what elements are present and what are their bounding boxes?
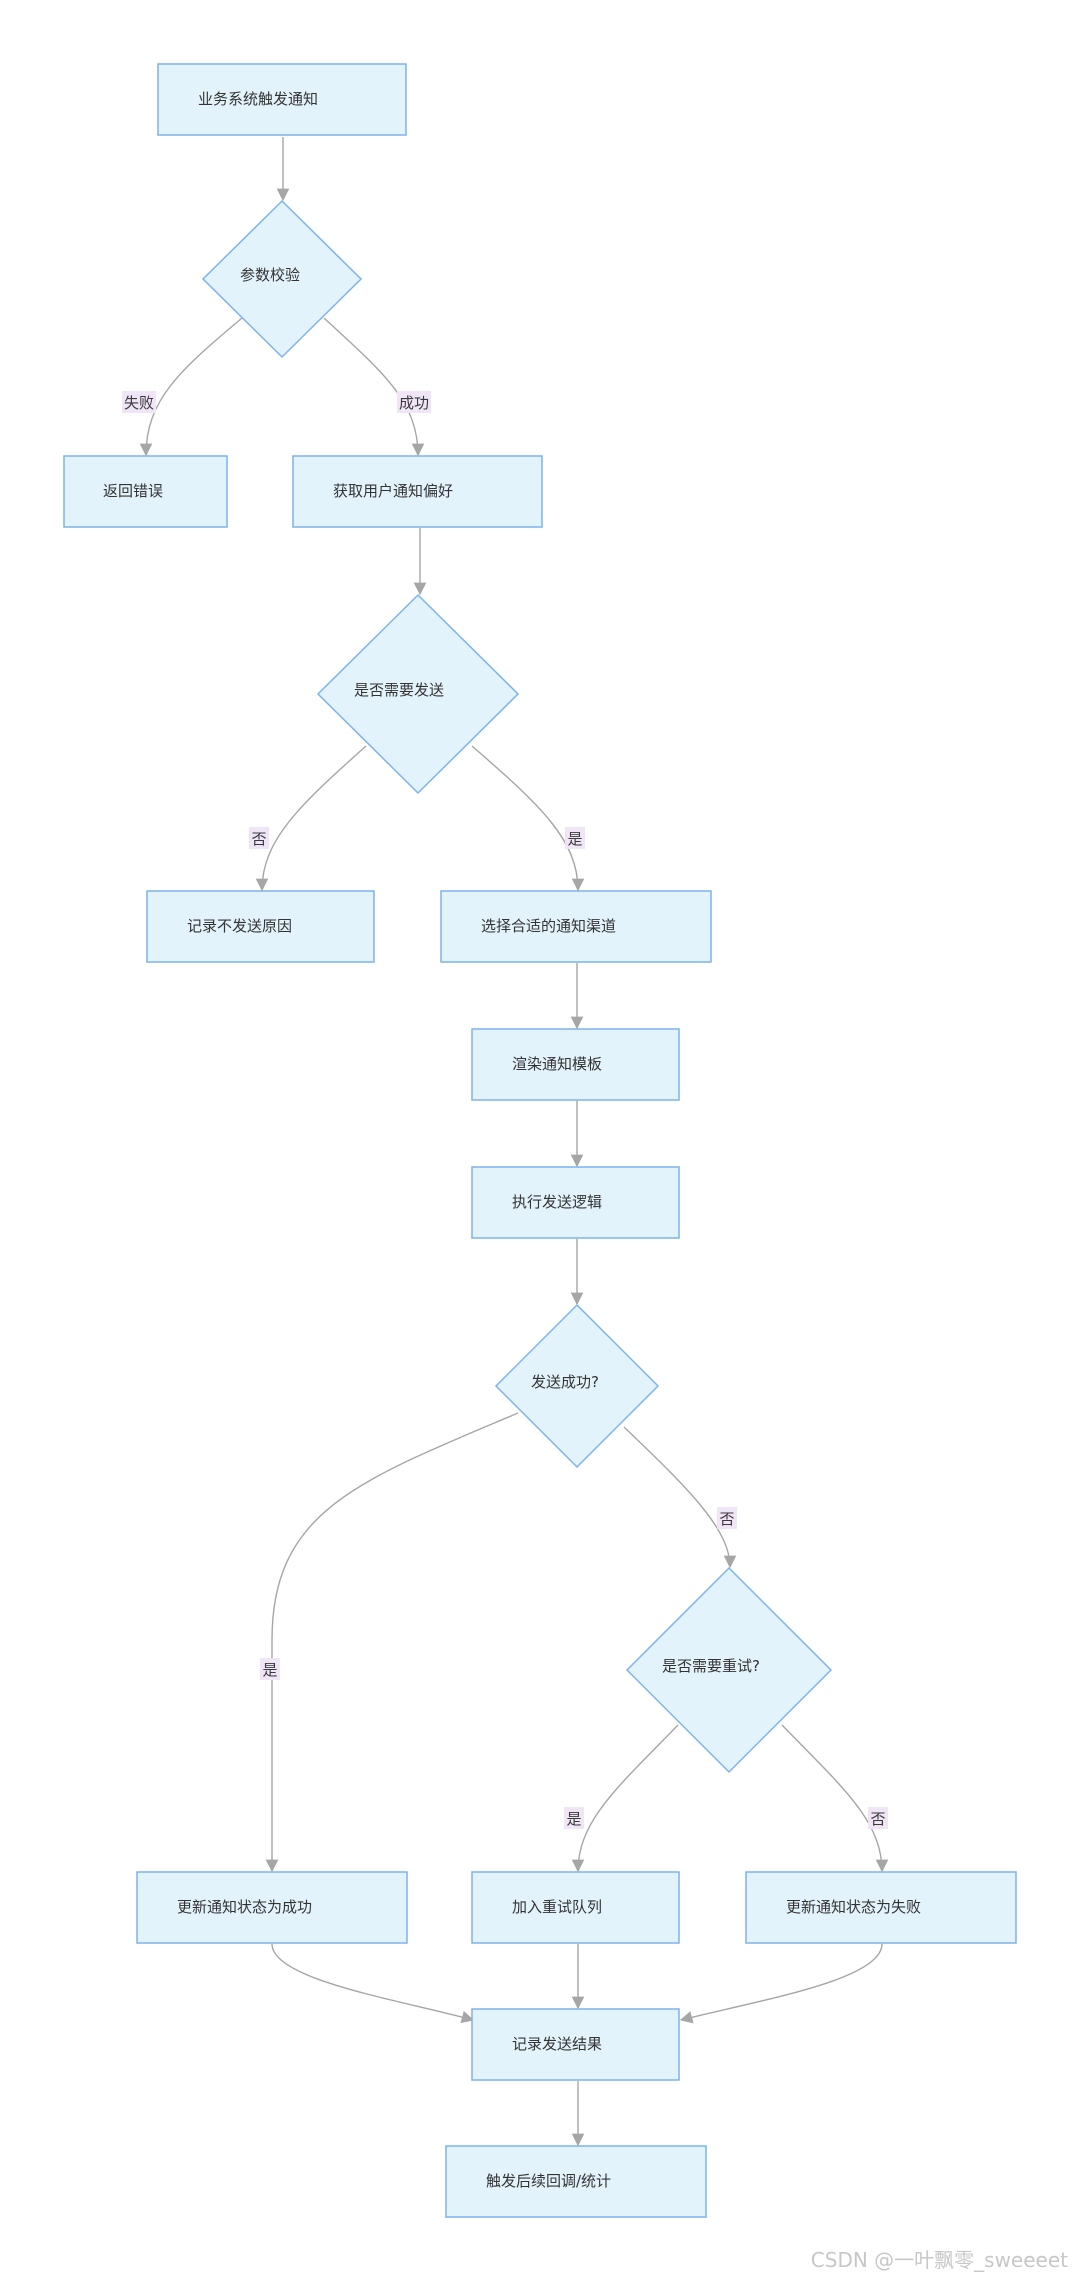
edge-label-sendok-yes: 是 <box>262 1661 277 1679</box>
node-return-error: 返回错误 <box>63 455 228 528</box>
edge-label-retry-no: 否 <box>870 1810 885 1828</box>
edge-label-needsend-yes: 是 <box>567 830 582 848</box>
edge-needsend-yes <box>471 745 585 892</box>
node-trigger: 业务系统触发通知 <box>157 63 407 136</box>
edge-labels: 失败 成功 否 是 否 是 是 否 <box>122 391 888 1829</box>
node-return-error-label: 返回错误 <box>103 482 163 500</box>
node-add-retry-queue: 加入重试队列 <box>471 1871 680 1944</box>
node-log-result-label: 记录发送结果 <box>512 2035 602 2053</box>
node-update-fail: 更新通知状态为失败 <box>745 1871 1017 1944</box>
edge-label-validate-fail: 失败 <box>124 394 154 412</box>
edge-fail-log <box>679 1943 883 2024</box>
node-update-success: 更新通知状态为成功 <box>136 1871 408 1944</box>
edge-validate-fail <box>139 317 243 457</box>
node-log-no-send-label: 记录不发送原因 <box>187 917 292 935</box>
node-log-result: 记录发送结果 <box>471 2008 680 2081</box>
node-need-send: 是否需要发送 <box>316 593 520 795</box>
edge-retry-yes <box>571 1724 679 1873</box>
edges <box>139 137 889 2147</box>
node-update-fail-label: 更新通知状态为失败 <box>786 1898 921 1916</box>
node-render-template-label: 渲染通知模板 <box>512 1055 602 1073</box>
edge-sendok-no <box>623 1426 737 1569</box>
edge-success-log <box>271 1943 475 2024</box>
edge-needsend-no <box>255 745 367 892</box>
node-get-prefs: 获取用户通知偏好 <box>292 455 543 528</box>
node-need-send-label: 是否需要发送 <box>354 681 444 699</box>
node-choose-channel: 选择合适的通知渠道 <box>440 890 712 963</box>
node-render-template: 渲染通知模板 <box>471 1028 680 1101</box>
edge-label-retry-yes: 是 <box>566 1810 581 1828</box>
node-exec-send-label: 执行发送逻辑 <box>512 1193 602 1211</box>
node-send-ok: 发送成功? <box>494 1303 660 1469</box>
node-trigger-label: 业务系统触发通知 <box>198 90 318 108</box>
node-need-retry-label: 是否需要重试? <box>662 1657 760 1675</box>
node-validate: 参数校验 <box>201 199 363 359</box>
node-validate-label: 参数校验 <box>240 266 300 284</box>
node-exec-send: 执行发送逻辑 <box>471 1166 680 1239</box>
edge-retry-no <box>781 1724 889 1873</box>
node-send-ok-label: 发送成功? <box>531 1373 599 1391</box>
node-callback-label: 触发后续回调/统计 <box>486 2172 611 2190</box>
node-get-prefs-label: 获取用户通知偏好 <box>333 482 453 500</box>
edge-sendok-yes <box>265 1412 519 1873</box>
node-callback: 触发后续回调/统计 <box>445 2145 707 2218</box>
edge-validate-ok <box>323 317 425 457</box>
node-need-retry: 是否需要重试? <box>625 1566 833 1774</box>
edge-label-needsend-no: 否 <box>251 830 266 848</box>
edge-label-validate-ok: 成功 <box>399 394 429 412</box>
node-log-no-send: 记录不发送原因 <box>146 890 375 963</box>
nodes: 业务系统触发通知 参数校验 返回错误 获取用户通知偏好 是否需要发送 记录不发送… <box>63 63 1017 2218</box>
node-choose-channel-label: 选择合适的通知渠道 <box>481 917 616 935</box>
node-add-retry-queue-label: 加入重试队列 <box>512 1898 602 1916</box>
watermark: CSDN @一叶飘零_sweeeet <box>810 2248 1068 2272</box>
node-update-success-label: 更新通知状态为成功 <box>177 1898 312 1916</box>
edge-label-sendok-no: 否 <box>719 1510 734 1528</box>
